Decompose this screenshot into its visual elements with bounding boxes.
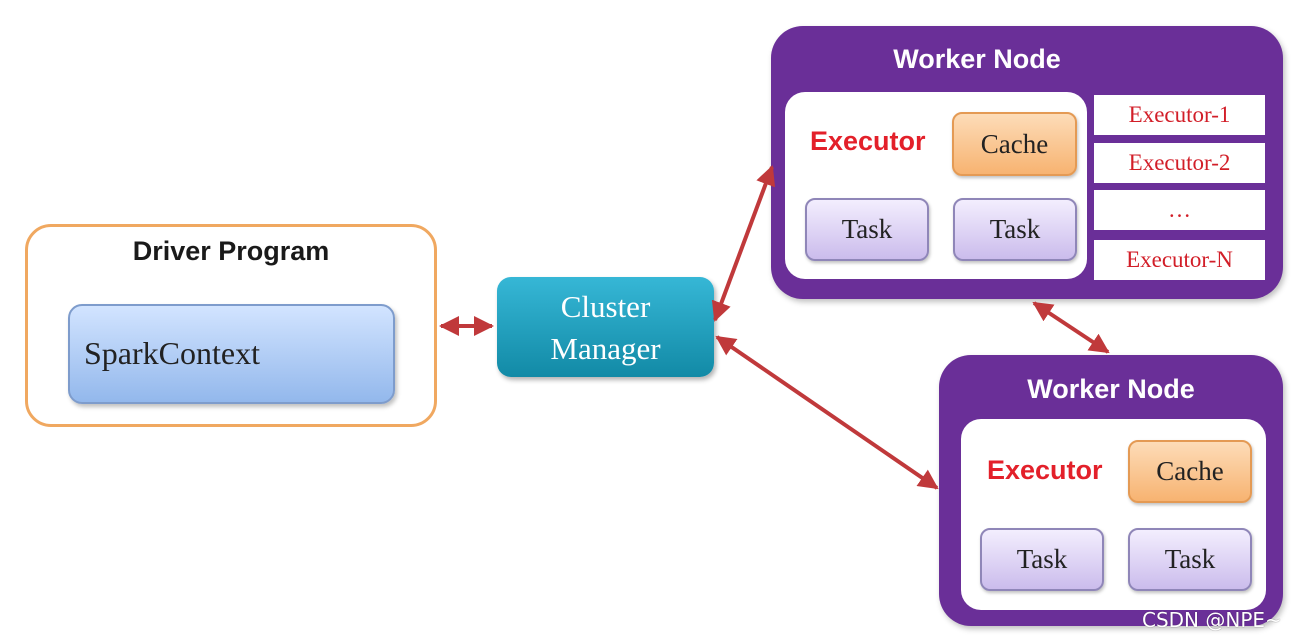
worker-node-2-executor-label: Executor bbox=[987, 455, 1103, 485]
cluster-manager-box: Cluster Manager bbox=[497, 277, 714, 377]
worker-node-1-cache: Cache bbox=[952, 112, 1077, 176]
executor-list-item-ellipsis: … bbox=[1094, 190, 1265, 230]
worker-node-1-task-2: Task bbox=[953, 198, 1077, 261]
spark-context-box bbox=[68, 304, 395, 404]
cluster-manager-label-line1: Cluster bbox=[560, 289, 651, 324]
arrow-worker1-worker2 bbox=[1032, 301, 1110, 354]
executor-list-item-1: Executor-1 bbox=[1094, 95, 1265, 135]
executor-list-item-n: Executor-N bbox=[1094, 240, 1265, 280]
watermark: CSDN @NPE~ bbox=[1142, 608, 1282, 632]
worker-node-2-title: Worker Node bbox=[1027, 374, 1195, 404]
worker-node-1-task-1: Task bbox=[805, 198, 929, 261]
worker-node-2-task-1: Task bbox=[980, 528, 1104, 591]
spark-context-label: SparkContext bbox=[84, 335, 260, 371]
executor-list-item-2: Executor-2 bbox=[1094, 143, 1265, 183]
worker-node-2-cache: Cache bbox=[1128, 440, 1252, 503]
worker-node-2-task-2: Task bbox=[1128, 528, 1252, 591]
arrow-cluster-worker2 bbox=[715, 335, 939, 490]
cluster-manager-label-line2: Manager bbox=[550, 331, 661, 366]
arrow-cluster-worker1 bbox=[711, 165, 776, 322]
worker-node-1-title: Worker Node bbox=[893, 44, 1061, 74]
driver-program-title: Driver Program bbox=[132, 236, 330, 266]
worker-node-1-executor-label: Executor bbox=[810, 126, 926, 156]
